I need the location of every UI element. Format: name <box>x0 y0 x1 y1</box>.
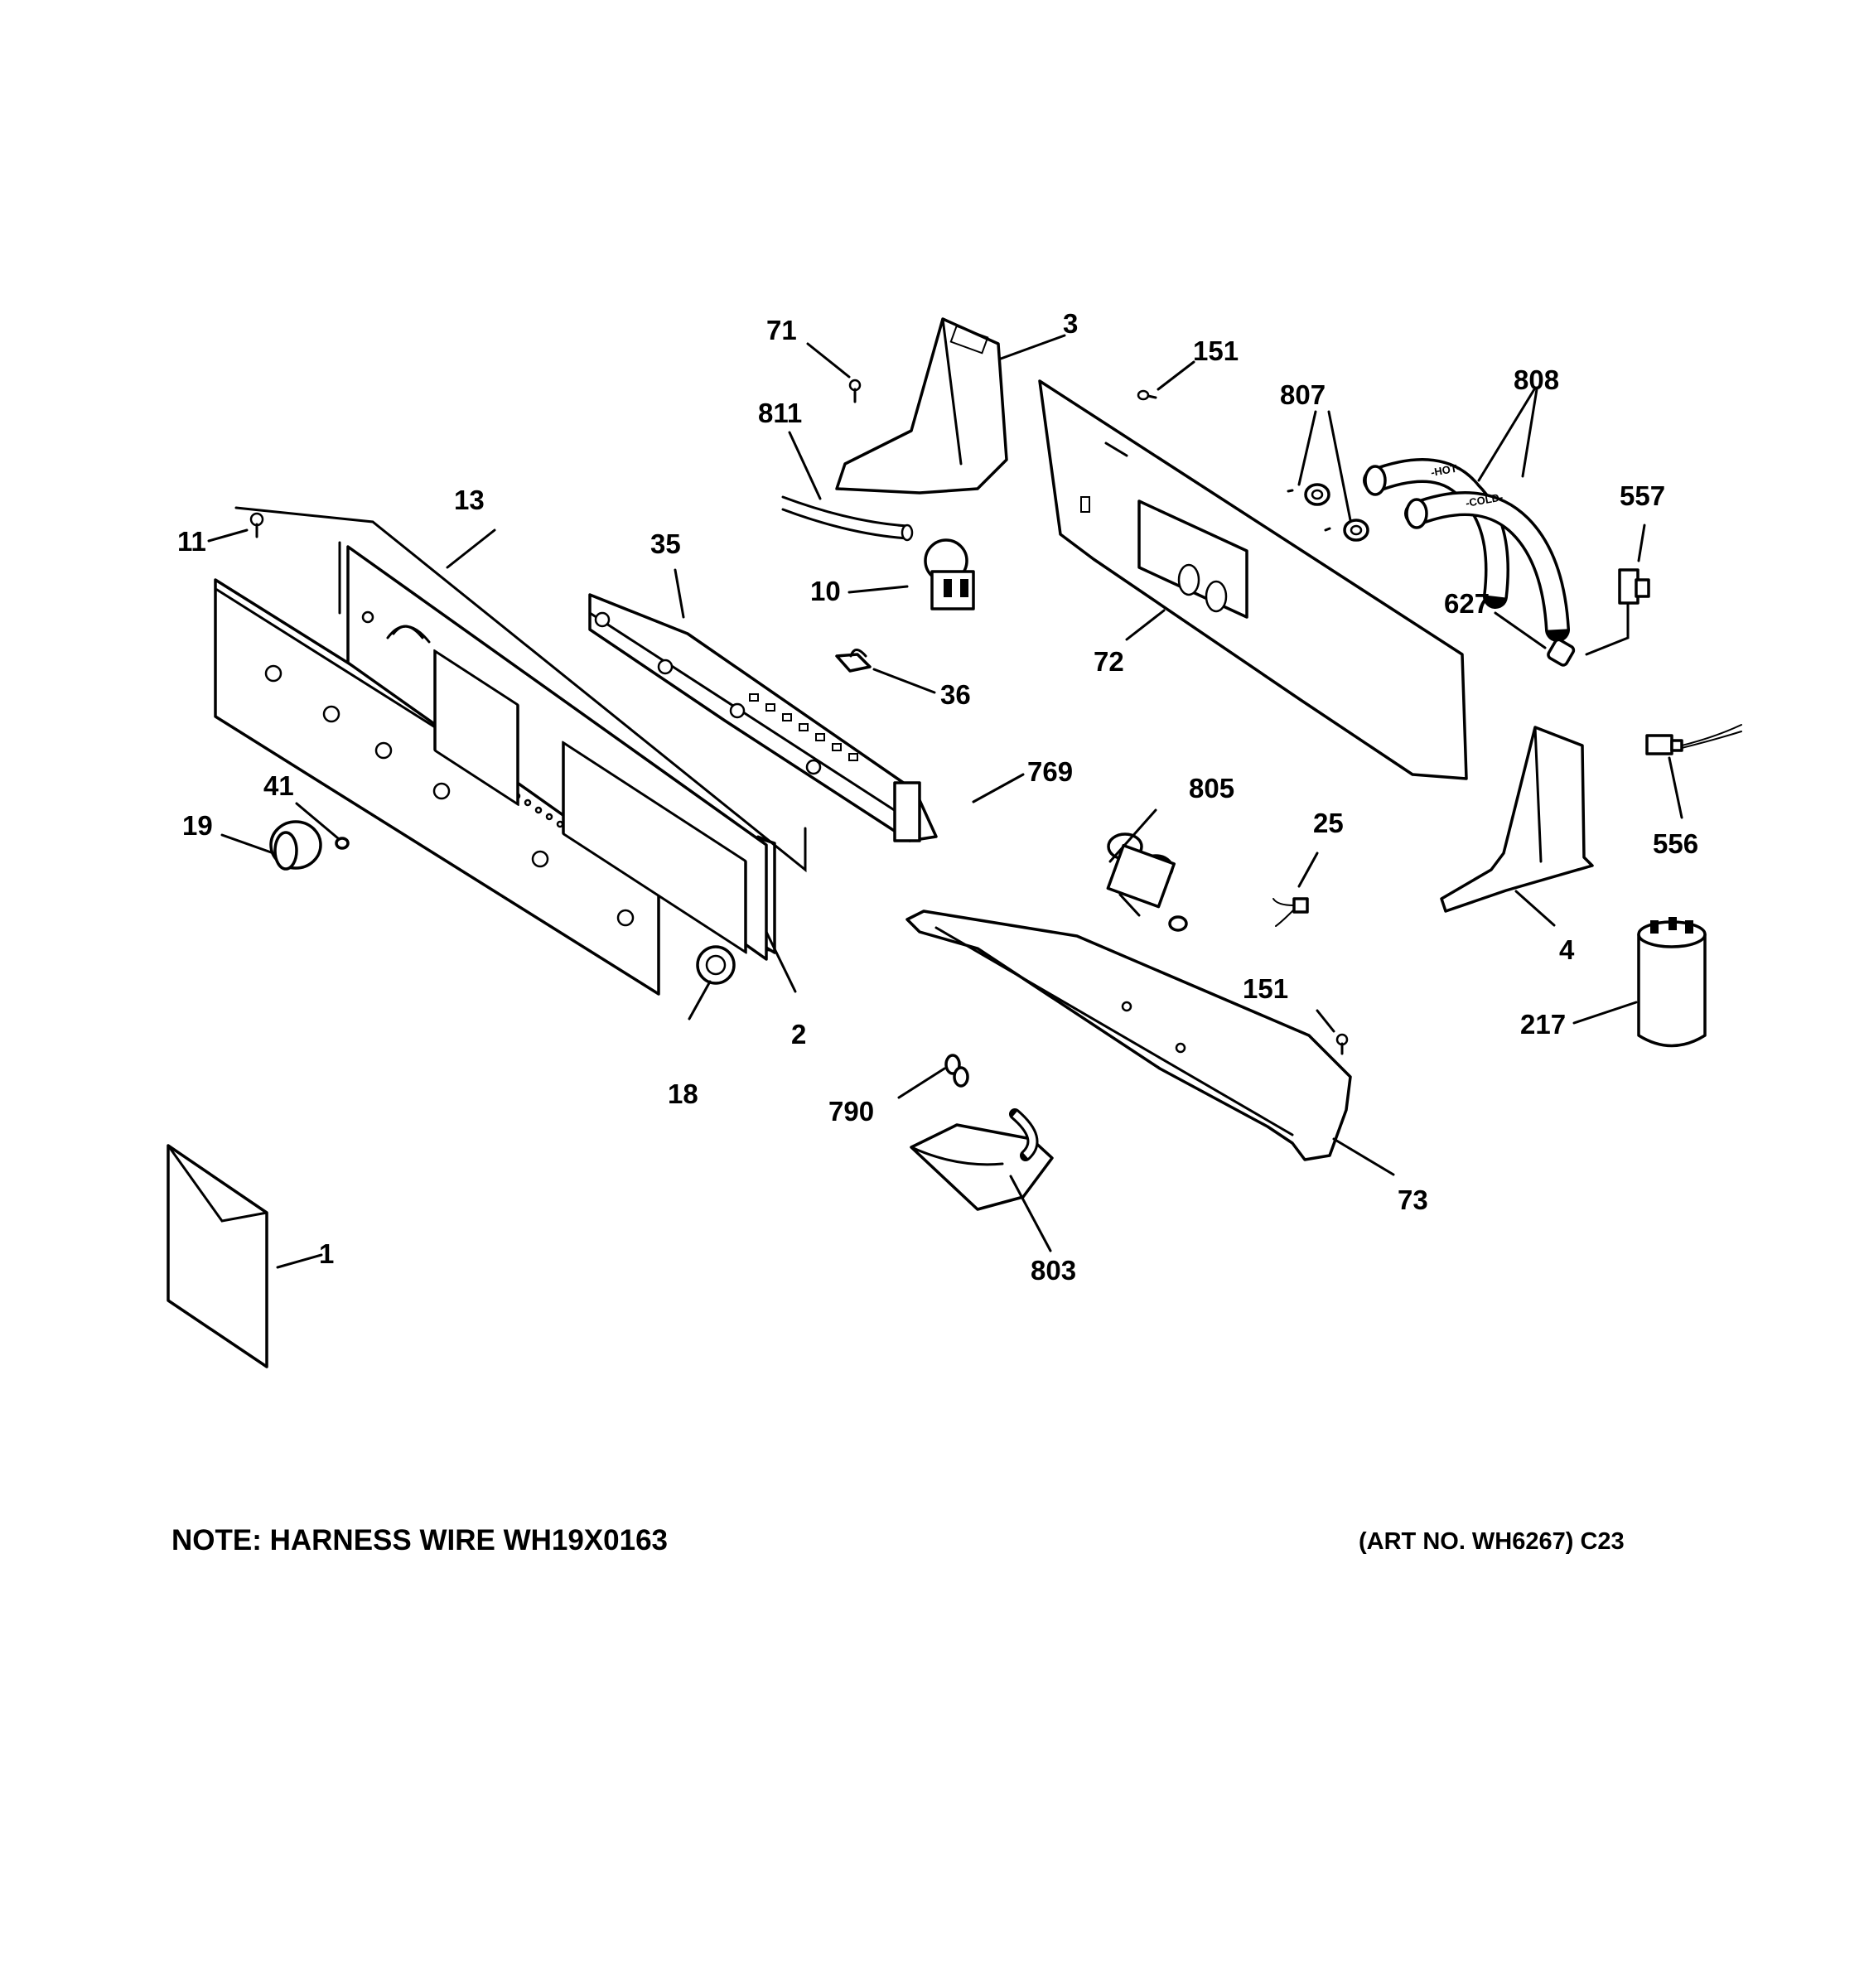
part-35-console-bracket <box>588 593 938 842</box>
callout-11: 11 <box>177 526 206 557</box>
callout-18: 18 <box>668 1078 698 1109</box>
part-71-screw <box>848 379 862 403</box>
callout-557: 557 <box>1620 480 1665 511</box>
part-790-clamp <box>944 1054 969 1088</box>
callout-numbers: 1 2 3 4 10 11 13 18 19 25 35 36 41 71 72… <box>177 308 1698 1286</box>
part-13-panel-frame <box>234 506 807 961</box>
callout-19: 19 <box>182 810 213 841</box>
callout-803: 803 <box>1031 1255 1076 1286</box>
part-805-water-valve <box>1106 832 1188 932</box>
callout-41: 41 <box>263 770 294 801</box>
callout-556: 556 <box>1653 828 1698 859</box>
part-73-support-bracket <box>905 910 1352 1161</box>
art-number-label: (ART NO. WH6267) C23 <box>1359 1528 1625 1555</box>
part-10-pressure-switch <box>924 538 975 610</box>
callout-769: 769 <box>1027 756 1073 787</box>
part-36-lid-lock <box>835 649 872 673</box>
part-72-rear-panel <box>1038 379 1468 780</box>
part-19-knob <box>269 820 322 871</box>
part-556-connector <box>1645 724 1742 755</box>
part-3-left-endcap <box>835 317 1008 495</box>
part-808-fill-hoses: -HOT- -COLD- <box>1363 458 1570 642</box>
callout-73: 73 <box>1398 1185 1428 1215</box>
part-151-screw-lower <box>1335 1033 1349 1055</box>
callout-808: 808 <box>1514 364 1559 395</box>
callout-217: 217 <box>1520 1009 1566 1040</box>
part-4-right-endcap <box>1440 726 1594 913</box>
callout-805: 805 <box>1189 773 1234 803</box>
callout-36: 36 <box>940 679 971 710</box>
callout-25: 25 <box>1313 808 1344 838</box>
console-button-row <box>749 693 858 761</box>
callout-2: 2 <box>791 1019 806 1049</box>
part-217-capacitor <box>1637 917 1707 1048</box>
callout-790: 790 <box>828 1096 874 1127</box>
part-11-screw <box>249 512 264 538</box>
callout-627: 627 <box>1444 588 1490 619</box>
part-807-washers <box>1304 483 1369 542</box>
callout-72: 72 <box>1094 646 1124 677</box>
part-803-fill-funnel <box>910 1108 1054 1211</box>
callout-151-upper: 151 <box>1193 335 1239 366</box>
part-557-sensor <box>1585 568 1650 656</box>
leader-lines <box>207 334 1683 1269</box>
callout-807: 807 <box>1280 379 1326 410</box>
part-41-set-screw <box>335 837 350 850</box>
callout-1: 1 <box>319 1238 334 1269</box>
callout-13: 13 <box>454 485 485 515</box>
callout-35: 35 <box>650 528 681 559</box>
hose-label-hot: -HOT- <box>1430 461 1461 479</box>
callout-10: 10 <box>810 576 841 606</box>
part-25-jumper-wire <box>1272 897 1309 927</box>
callout-151-lower: 151 <box>1243 973 1288 1004</box>
part-18-plug-button <box>696 945 736 985</box>
callout-4: 4 <box>1559 934 1575 965</box>
part-627-plug <box>1547 638 1576 667</box>
part-811-tube <box>781 495 914 542</box>
part-1-literature <box>167 1144 268 1368</box>
callout-811: 811 <box>758 398 802 428</box>
callout-3: 3 <box>1063 308 1078 339</box>
callout-71: 71 <box>766 315 797 345</box>
harness-wire-note: NOTE: HARNESS WIRE WH19X0163 <box>171 1524 669 1556</box>
part-151-screw-upper <box>1137 389 1157 401</box>
